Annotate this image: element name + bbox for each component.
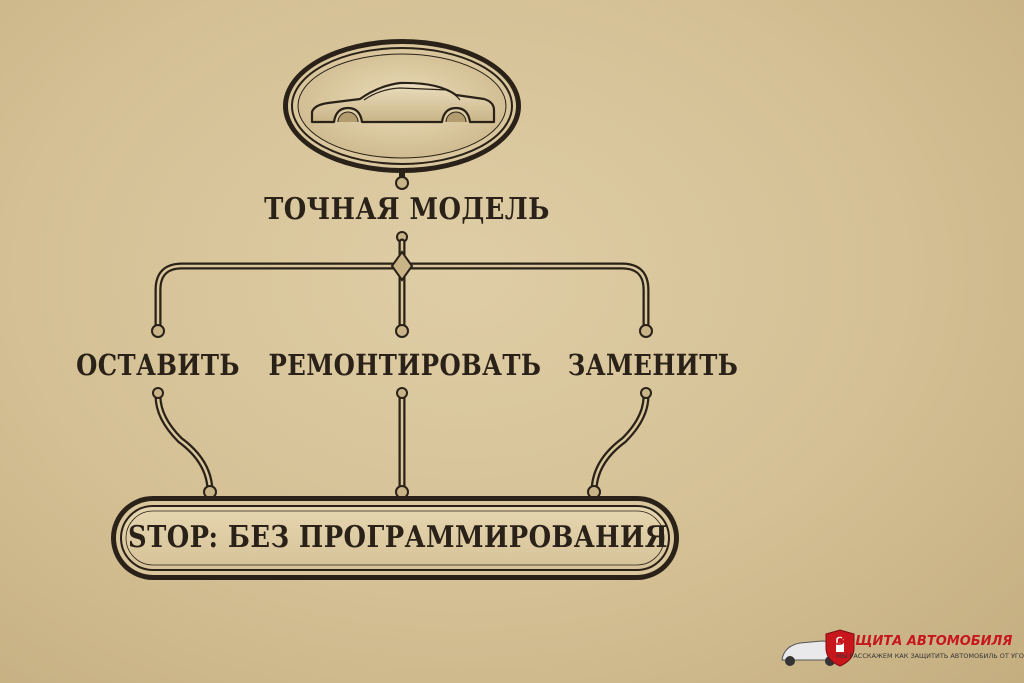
shield-car-logo-icon <box>781 629 855 667</box>
car-icon <box>310 81 496 124</box>
brand-title: ЗАЩИТА АВТОМОБИЛЯ <box>836 634 1013 649</box>
model-label: ТОЧНАЯ МОДЕЛЬ <box>264 192 550 227</box>
branch-connectors <box>151 231 653 338</box>
brand-logo: ЗАЩИТА АВТОМОБИЛЯ МЫ РАССКАЖЕМ КАК ЗАЩИТ… <box>776 630 1024 670</box>
option-keep-label: ОСТАВИТЬ <box>76 348 240 382</box>
stop-result-label: STOP: БЕЗ ПРОГРАММИРОВАНИЯ <box>128 520 668 555</box>
model-oval-frame <box>283 39 521 173</box>
option-replace-label: ЗАМЕНИТЬ <box>567 348 739 382</box>
connector-oval-to-title <box>395 168 409 190</box>
brand-subtitle: МЫ РАССКАЖЕМ КАК ЗАЩИТИТЬ АВТОМОБИЛЬ ОТ … <box>836 652 1024 660</box>
result-connectors <box>152 387 652 499</box>
stop-pill-frame <box>111 496 679 580</box>
option-repair-label: РЕМОНТИРОВАТЬ <box>268 348 542 382</box>
